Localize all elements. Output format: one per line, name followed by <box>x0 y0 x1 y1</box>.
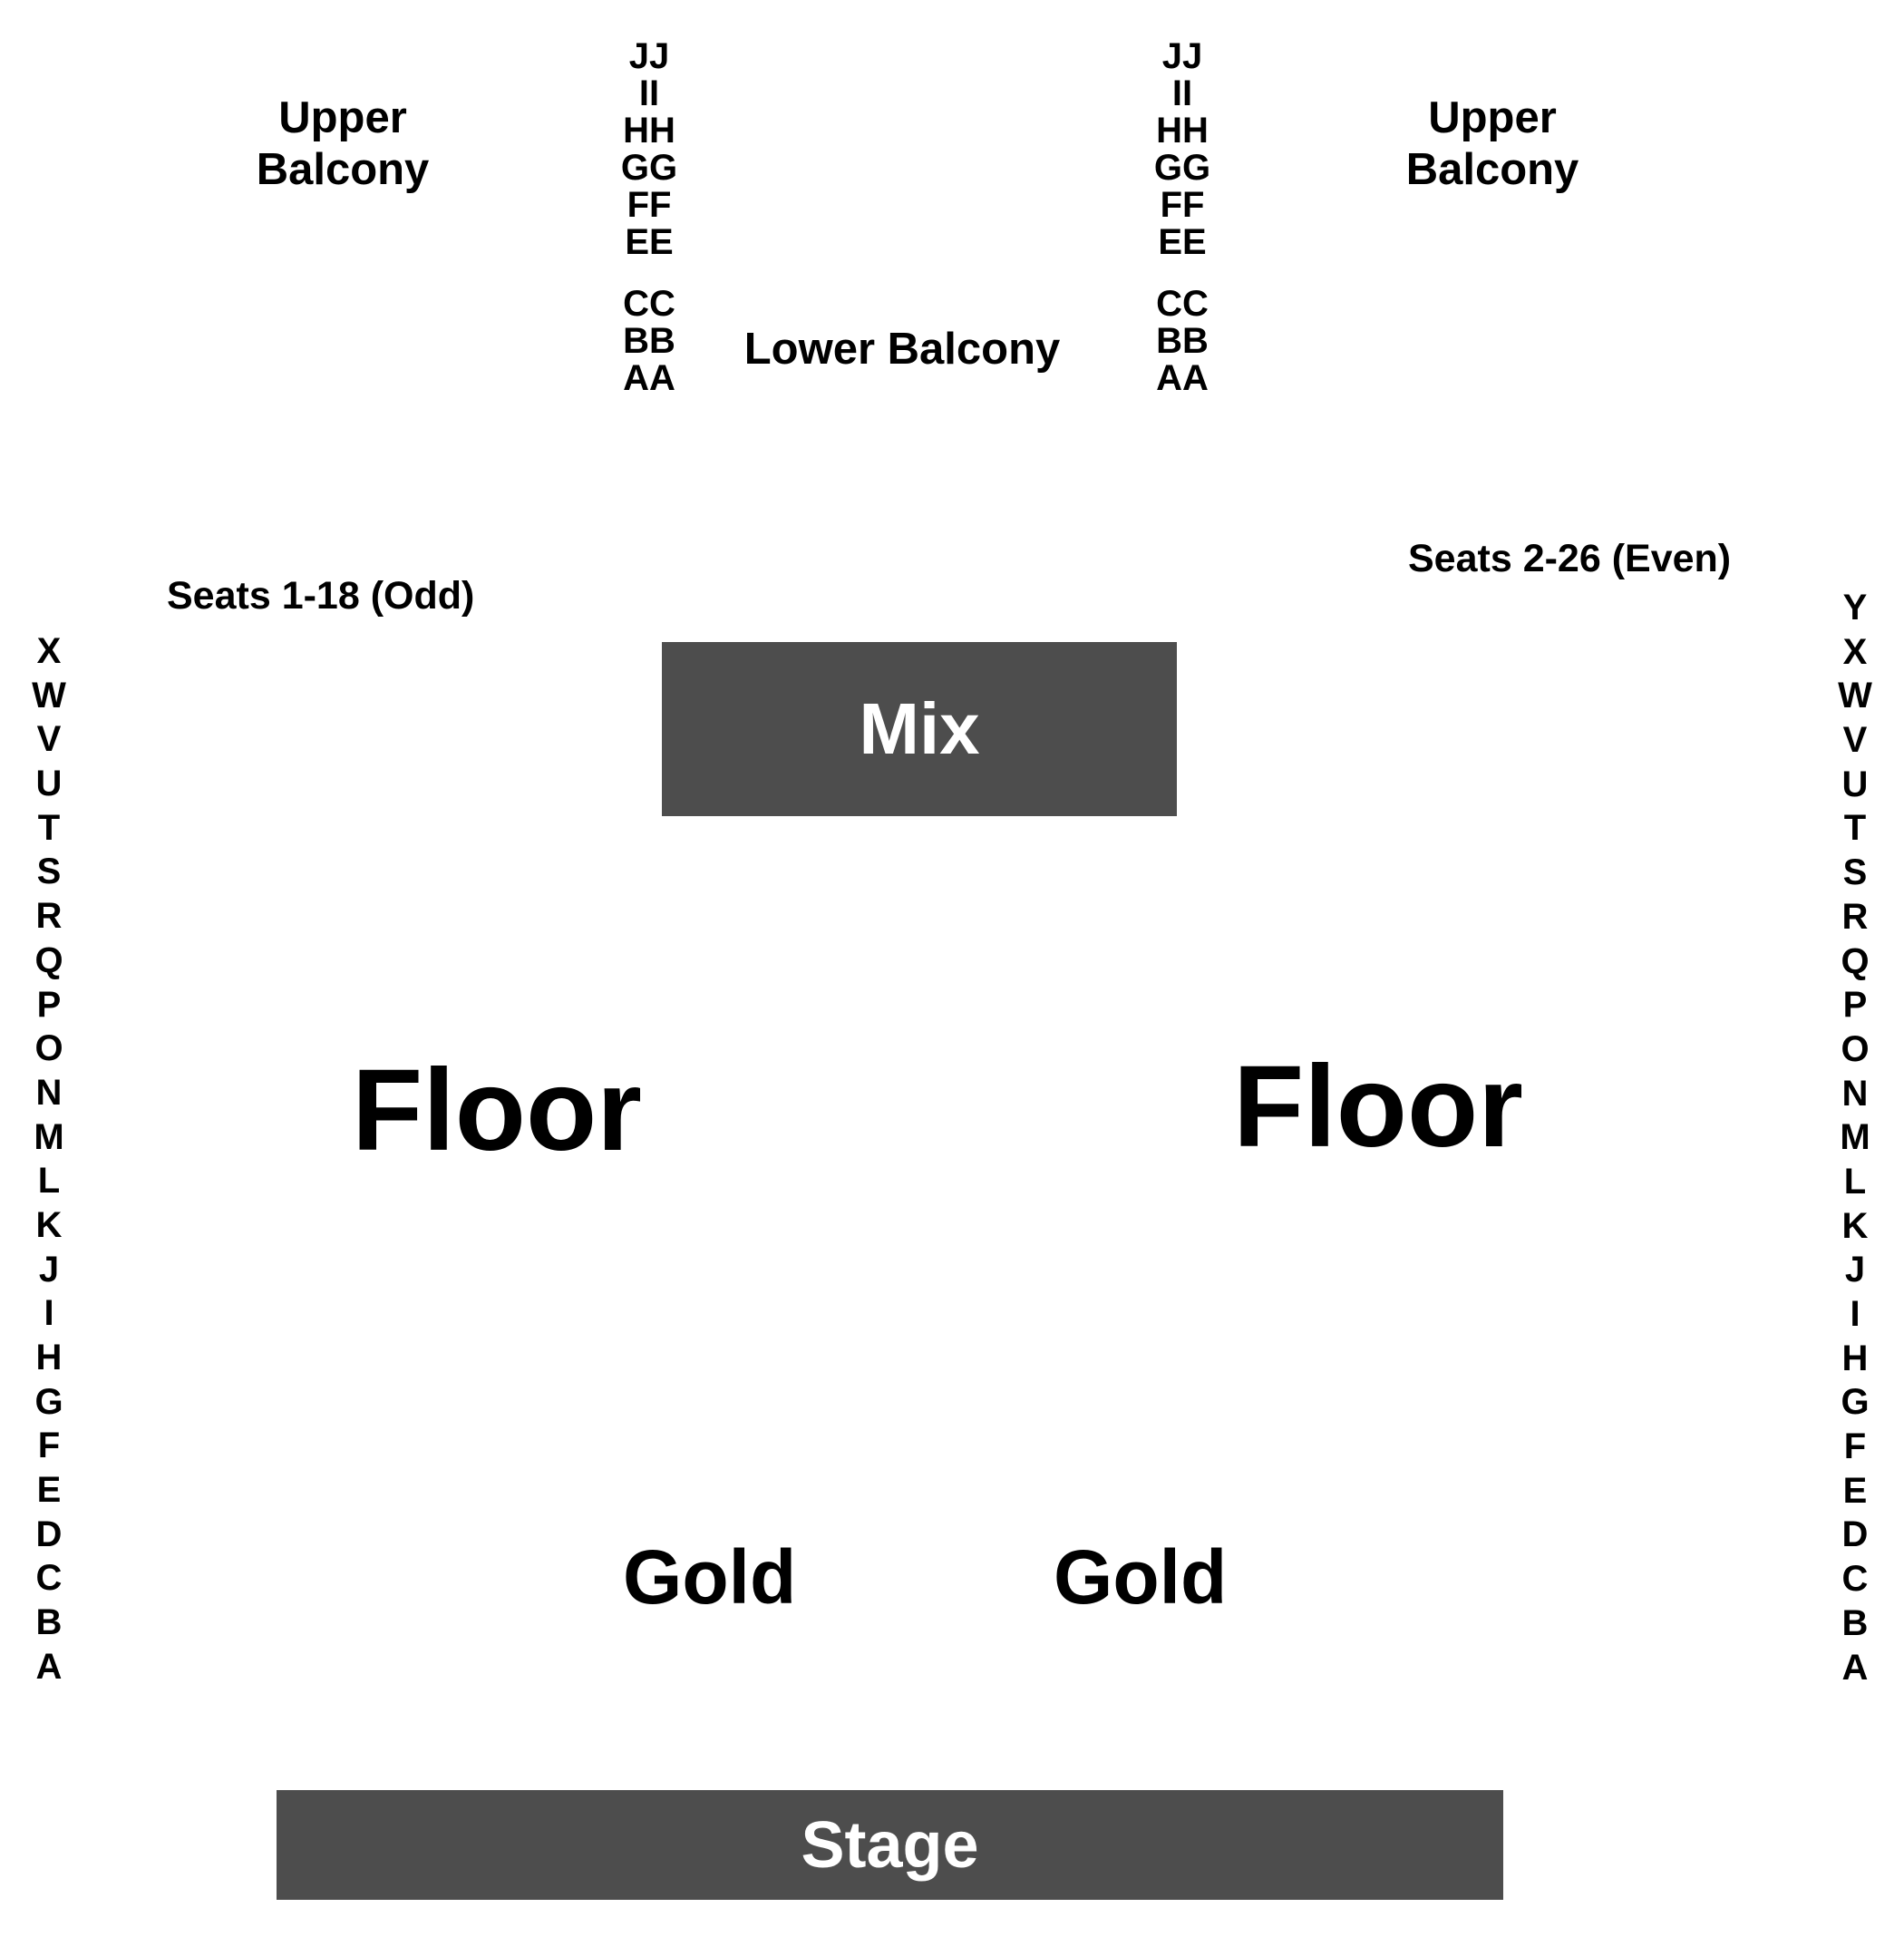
stage-label: Stage <box>801 1808 979 1882</box>
balcony-row: GG <box>620 148 678 188</box>
floor-row: R <box>35 896 63 937</box>
floor-row: X <box>1842 631 1868 672</box>
upper-balcony-rows-left: JJ II HH GG FF EE <box>613 38 685 261</box>
balcony-row: EE <box>625 222 674 262</box>
floor-row: U <box>35 764 63 804</box>
seats-even-label: Seats 2-26 (Even) <box>1408 537 1732 580</box>
floor-row: K <box>35 1204 63 1245</box>
balcony-row: FF <box>627 185 672 225</box>
seats-odd-label: Seats 1-18 (Odd) <box>167 574 475 618</box>
floor-row: P <box>36 984 62 1025</box>
floor-row: G <box>1841 1382 1870 1423</box>
floor-row: F <box>37 1426 61 1466</box>
floor-row: Y <box>1842 588 1868 628</box>
balcony-row: AA <box>623 358 675 398</box>
balcony-row: HH <box>623 111 675 151</box>
floor-left-label: Floor <box>352 1046 642 1175</box>
floor-row: P <box>1842 985 1868 1026</box>
floor-row: V <box>1842 720 1868 761</box>
floor-row: F <box>1843 1426 1867 1467</box>
floor-row: C <box>35 1558 63 1599</box>
balcony-row: GG <box>1153 148 1211 188</box>
floor-row: W <box>32 675 66 715</box>
floor-row: K <box>1841 1205 1869 1246</box>
floor-row: R <box>1841 896 1869 937</box>
balcony-row: BB <box>623 321 675 361</box>
floor-row: M <box>34 1116 64 1157</box>
floor-row: N <box>35 1072 63 1113</box>
floor-row: Q <box>34 939 63 980</box>
gold-right-label: Gold <box>1054 1534 1228 1620</box>
balcony-row: FF <box>1160 185 1205 225</box>
lower-balcony-label: Lower Balcony <box>743 325 1061 374</box>
floor-row: H <box>1841 1338 1869 1378</box>
floor-row: O <box>1841 1028 1870 1069</box>
floor-row: G <box>34 1381 63 1422</box>
balcony-row: JJ <box>628 36 670 76</box>
floor-row: D <box>35 1514 63 1554</box>
floor-row: T <box>37 807 61 848</box>
floor-row: T <box>1843 808 1867 849</box>
upper-balcony-left-label: Upper Balcony <box>216 92 470 196</box>
gold-left-label: Gold <box>623 1534 797 1620</box>
balcony-row: CC <box>623 284 675 324</box>
floor-row: A <box>35 1646 63 1687</box>
floor-row: B <box>1841 1602 1869 1643</box>
floor-row: E <box>36 1470 62 1511</box>
upper-balcony-right-line2: Balcony <box>1405 145 1579 194</box>
floor-row: C <box>1841 1559 1869 1600</box>
floor-row: H <box>35 1338 63 1377</box>
floor-right-label: Floor <box>1233 1042 1523 1172</box>
floor-row: A <box>1841 1647 1869 1688</box>
floor-row: J <box>1844 1250 1866 1290</box>
floor-row: U <box>1841 764 1869 804</box>
floor-row: L <box>1843 1161 1867 1202</box>
balcony-row: HH <box>1156 111 1209 151</box>
mix-area: Mix <box>662 642 1177 816</box>
floor-row: L <box>37 1161 61 1202</box>
mix-label: Mix <box>859 688 980 769</box>
floor-row: D <box>1841 1514 1869 1555</box>
balcony-row: II <box>1171 73 1193 113</box>
floor-row: I <box>1850 1294 1860 1334</box>
floor-row: W <box>1838 676 1872 716</box>
upper-balcony-left-line2: Balcony <box>256 145 430 194</box>
floor-row: O <box>34 1028 63 1069</box>
floor-row: S <box>36 852 62 892</box>
floor-row: J <box>38 1249 60 1290</box>
balcony-row: EE <box>1158 222 1207 262</box>
upper-balcony-right-line1: Upper <box>1428 93 1557 142</box>
floor-row: X <box>36 631 62 671</box>
balcony-row: AA <box>1156 358 1209 398</box>
floor-row: N <box>1841 1073 1869 1114</box>
floor-row: S <box>1842 852 1868 893</box>
balcony-row: JJ <box>1161 36 1203 76</box>
floor-row: B <box>35 1602 63 1643</box>
floor-row: E <box>1842 1470 1868 1511</box>
floor-row: Q <box>1841 940 1870 981</box>
floor-row: I <box>44 1293 54 1334</box>
balcony-row: BB <box>1156 321 1209 361</box>
balcony-row: II <box>638 73 660 113</box>
floor-row: V <box>36 719 62 760</box>
balcony-row: CC <box>1156 284 1209 324</box>
upper-balcony-rows-right: JJ II HH GG FF EE <box>1146 38 1219 261</box>
lower-balcony-rows-right: CC BB AA <box>1146 286 1219 397</box>
floor-row: M <box>1840 1117 1870 1158</box>
upper-balcony-left-line1: Upper <box>278 93 407 142</box>
stage-area: Stage <box>277 1790 1503 1900</box>
lower-balcony-rows-left: CC BB AA <box>613 286 685 397</box>
upper-balcony-right-label: Upper Balcony <box>1365 92 1619 196</box>
